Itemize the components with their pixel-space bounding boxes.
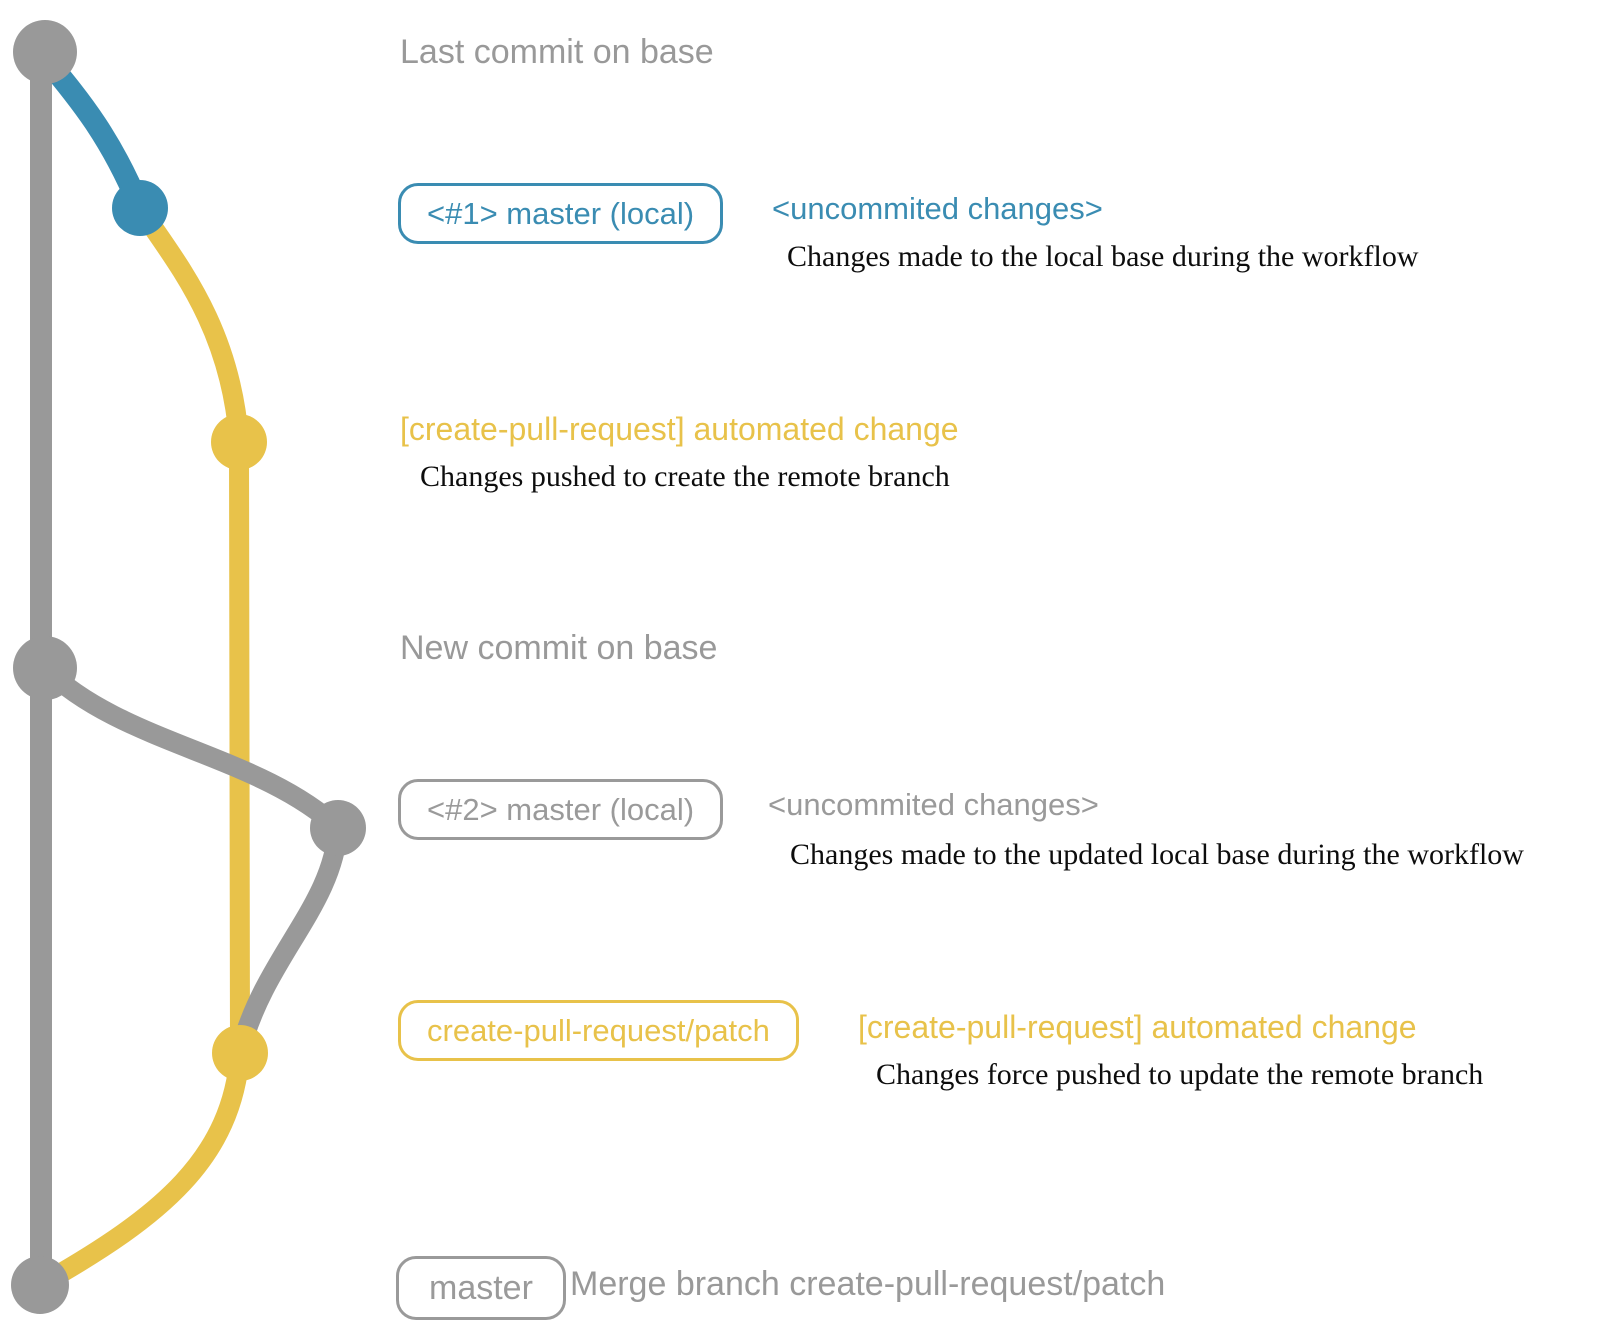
commit-dot-base-last xyxy=(13,20,77,84)
push2-message: [create-pull-request] automated change xyxy=(858,1009,1417,1045)
local-branch-2-curve-top xyxy=(35,658,348,838)
local-branch-2-curve-bottom xyxy=(231,818,348,1058)
commit-dot-base-new xyxy=(13,636,77,700)
branch-badge-master-local-2: <#2> master (local) xyxy=(398,779,724,840)
commit1-description: Changes made to the local base during th… xyxy=(787,240,1419,273)
remote-branch-curve-top xyxy=(130,198,249,450)
commit2-description: Changes made to the updated local base d… xyxy=(790,838,1524,871)
push1-description: Changes pushed to create the remote bran… xyxy=(420,460,950,493)
push1-message: [create-pull-request] automated change xyxy=(400,411,959,447)
new-commit-label: New commit on base xyxy=(400,629,718,667)
last-commit-label: Last commit on base xyxy=(400,33,714,71)
merge-commit-message: Merge branch create-pull-request/patch xyxy=(570,1265,1166,1303)
branch-badge-master-local-1: <#1> master (local) xyxy=(398,183,724,244)
commit-dot-remote-2 xyxy=(212,1025,268,1081)
commit1-message: <uncommited changes> xyxy=(772,191,1103,226)
commit-dot-merge xyxy=(11,1256,69,1314)
commit-dot-local-1 xyxy=(112,180,168,236)
commit-dot-remote-1 xyxy=(211,414,267,470)
commit-dot-local-2 xyxy=(310,800,366,856)
branch-badge-master: master xyxy=(396,1256,566,1320)
commit2-message: <uncommited changes> xyxy=(768,787,1099,822)
remote-branch-merge-curve xyxy=(32,1043,250,1294)
branch-badge-create-pull-request-patch: create-pull-request/patch xyxy=(398,1000,799,1061)
push2-description: Changes force pushed to update the remot… xyxy=(876,1058,1484,1091)
remote-branch-line xyxy=(229,430,250,1063)
